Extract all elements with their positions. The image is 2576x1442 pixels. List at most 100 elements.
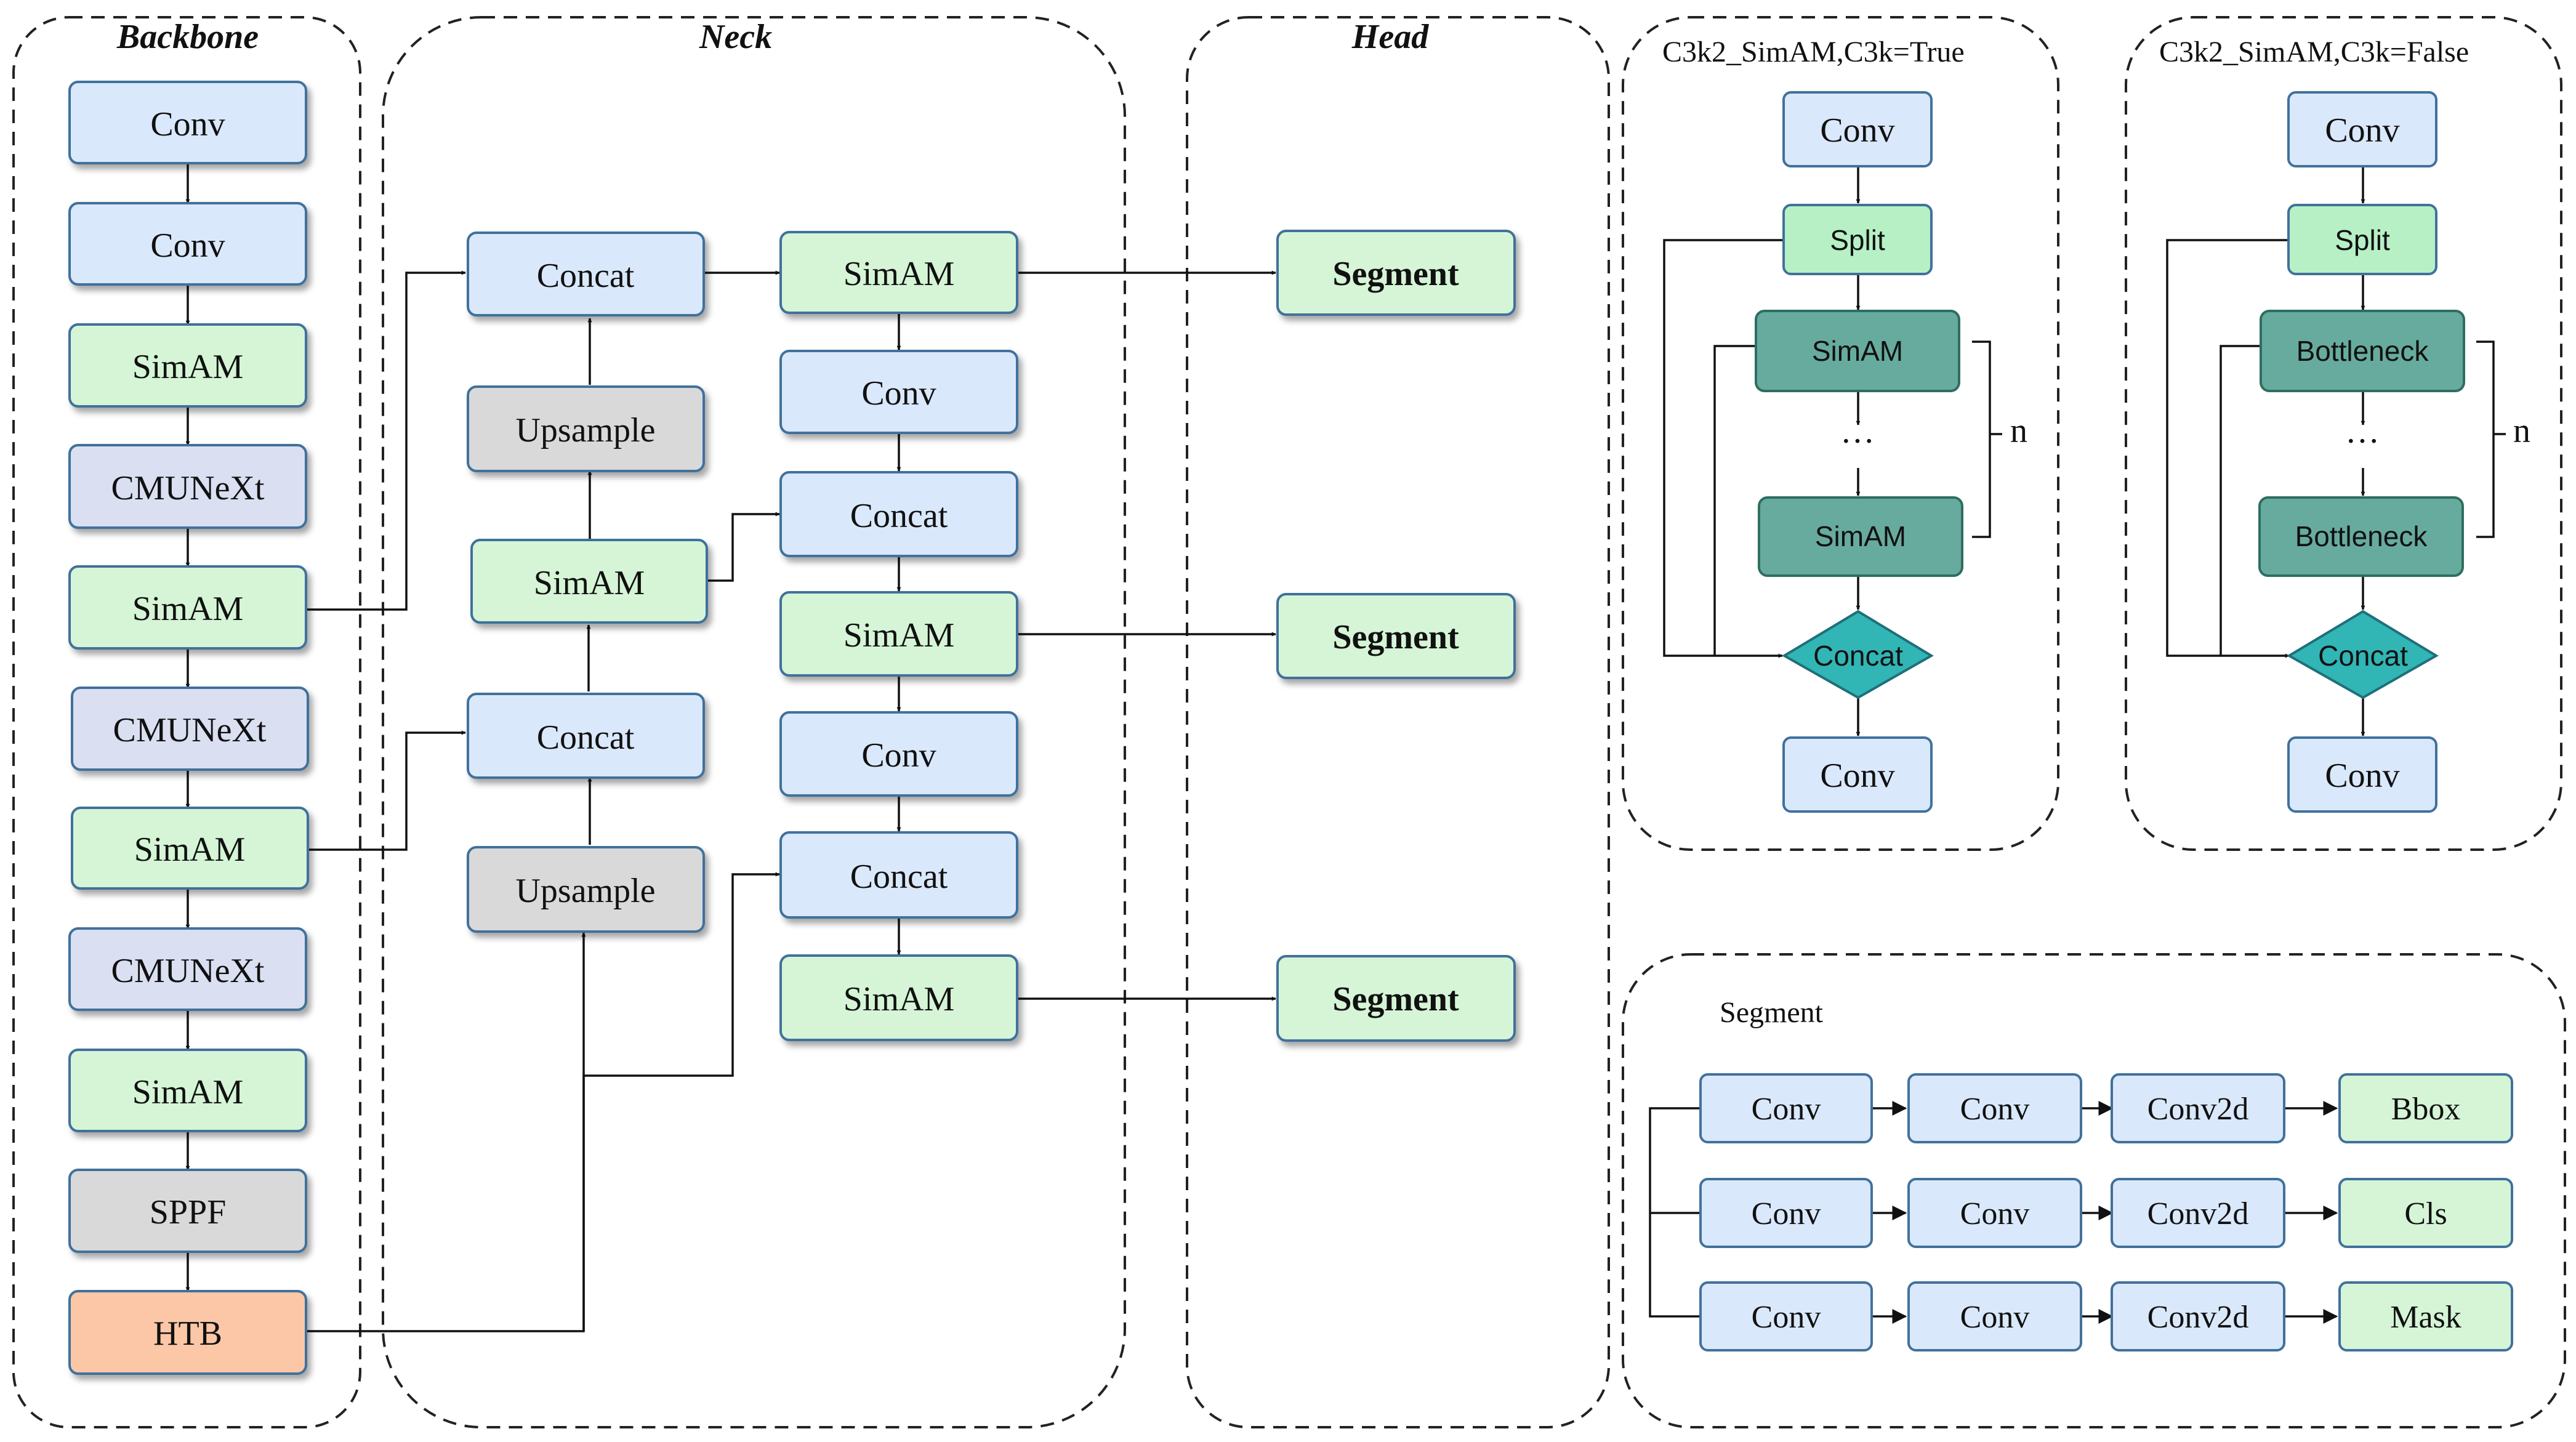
svg-text:SimAM: SimAM [534, 564, 645, 602]
svg-text:SimAM: SimAM [843, 255, 955, 293]
seg-row3-conv2: Conv [1907, 1281, 2082, 1351]
svg-text:Concat: Concat [2318, 640, 2408, 672]
c3k-false-bottleneck-top: Bottleneck [2260, 310, 2465, 392]
svg-text:Conv: Conv [150, 105, 225, 143]
svg-text:Conv: Conv [861, 736, 936, 775]
head-title: Head [1351, 18, 1429, 56]
svg-text:Bbox: Bbox [2391, 1092, 2461, 1127]
backbone-conv-2: Conv [68, 202, 307, 286]
svg-text:Conv: Conv [1820, 111, 1894, 150]
neck-col2-conv-1: Conv [779, 350, 1018, 434]
svg-text:Concat: Concat [850, 497, 948, 535]
neck-concat-mid: Concat [467, 693, 705, 779]
neck-col2-concat-1: Concat [779, 471, 1018, 557]
svg-text:Conv: Conv [150, 227, 225, 265]
segment-detail-title: Segment [1720, 996, 1824, 1029]
c3k-true-conv-bottom: Conv [1782, 736, 1933, 813]
backbone-simam-4: SimAM [68, 1049, 307, 1132]
svg-text:Concat: Concat [537, 257, 635, 295]
svg-text:Concat: Concat [537, 719, 635, 757]
c3k-false-bottleneck-bottom: Bottleneck [2258, 496, 2464, 577]
svg-text:Conv2d: Conv2d [2147, 1196, 2249, 1231]
c3k-true-split: Split [1782, 204, 1933, 275]
svg-text:Conv: Conv [1960, 1196, 2030, 1231]
connectors [185, 163, 2506, 1332]
svg-text:Conv: Conv [2325, 757, 2399, 795]
seg-row1-conv2: Conv [1907, 1073, 2082, 1143]
backbone-cmunext-3: CMUNeXt [68, 927, 307, 1011]
svg-text:Conv: Conv [1752, 1300, 1821, 1335]
svg-text:Conv: Conv [1752, 1092, 1821, 1127]
c3k-true-simam-top: SimAM [1755, 310, 1960, 392]
svg-text:Segment: Segment [1332, 618, 1459, 656]
svg-text:Conv2d: Conv2d [2147, 1300, 2249, 1335]
head-segment-1: Segment [1276, 230, 1516, 316]
svg-text:Mask: Mask [2390, 1300, 2461, 1335]
head-frame [1186, 16, 1610, 1428]
neck-frame [382, 16, 1126, 1428]
svg-text:SimAM: SimAM [843, 980, 955, 1018]
svg-text:Split: Split [2335, 224, 2390, 256]
svg-text:SimAM: SimAM [132, 590, 244, 628]
c3k-true-n-label: n [2010, 412, 2027, 450]
svg-text:SPPF: SPPF [150, 1193, 227, 1231]
head-segment-2: Segment [1276, 593, 1516, 679]
c3k-false-conv-top: Conv [2287, 91, 2437, 167]
c3k-true-conv-top: Conv [1782, 91, 1933, 167]
svg-text:Bottleneck: Bottleneck [2296, 335, 2429, 367]
seg-row1-bbox: Bbox [2338, 1073, 2513, 1143]
svg-text:Conv2d: Conv2d [2147, 1092, 2249, 1127]
backbone-simam-1: SimAM [68, 323, 307, 408]
c3k-false-dots: ··· [2345, 422, 2380, 461]
neck-col2-simam-1: SimAM [779, 231, 1018, 314]
neck-simam-mid: SimAM [470, 539, 708, 624]
c3k-false-split: Split [2287, 204, 2437, 275]
svg-text:Concat: Concat [850, 858, 948, 896]
seg-row1-conv1: Conv [1699, 1073, 1873, 1143]
c3k-true-concat: Concat [1782, 610, 1934, 699]
svg-text:Upsample: Upsample [515, 411, 655, 449]
svg-text:Segment: Segment [1332, 255, 1459, 293]
c3k-false-conv-bottom: Conv [2287, 736, 2437, 813]
seg-row2-cls: Cls [2338, 1178, 2513, 1248]
c3k-true-simam-bottom: SimAM [1758, 496, 1963, 577]
svg-text:Conv: Conv [861, 374, 936, 413]
c3k-true-title: C3k2_SimAM,C3k=True [1662, 36, 1965, 68]
neck-upsample-bottom: Upsample [467, 846, 705, 933]
c3k-false-title: C3k2_SimAM,C3k=False [2159, 36, 2469, 68]
svg-text:CMUNeXt: CMUNeXt [111, 469, 265, 507]
svg-text:SimAM: SimAM [1812, 335, 1903, 367]
segment-frame [1622, 953, 2566, 1428]
svg-text:Conv: Conv [1820, 757, 1894, 795]
svg-text:CMUNeXt: CMUNeXt [111, 952, 265, 990]
neck-col2-conv-2: Conv [779, 711, 1018, 797]
svg-text:Bottleneck: Bottleneck [2295, 520, 2428, 552]
seg-row3-conv2d: Conv2d [2111, 1281, 2285, 1351]
svg-text:Split: Split [1830, 224, 1885, 256]
svg-text:Cls: Cls [2404, 1196, 2447, 1231]
backbone-conv-1: Conv [68, 81, 307, 164]
svg-text:SimAM: SimAM [132, 1073, 244, 1111]
svg-text:Segment: Segment [1332, 980, 1459, 1018]
seg-row2-conv2d: Conv2d [2111, 1178, 2285, 1248]
svg-text:SimAM: SimAM [1815, 520, 1906, 552]
svg-text:HTB: HTB [153, 1315, 222, 1353]
backbone-simam-2: SimAM [68, 565, 307, 650]
backbone-cmunext-1: CMUNeXt [68, 444, 307, 529]
svg-text:SimAM: SimAM [843, 616, 955, 655]
neck-col2-concat-2: Concat [779, 831, 1018, 919]
svg-text:Conv: Conv [2325, 111, 2399, 150]
neck-col2-simam-2: SimAM [779, 591, 1018, 677]
seg-row3-conv1: Conv [1699, 1281, 1873, 1351]
svg-text:Conv: Conv [1960, 1092, 2030, 1127]
c3k-true-dots: ··· [1840, 422, 1875, 461]
c3k-false-frame [2125, 16, 2562, 851]
backbone-cmunext-2: CMUNeXt [71, 687, 309, 771]
backbone-title: Backbone [116, 18, 259, 56]
neck-title: Neck [699, 18, 772, 56]
head-segment-3: Segment [1276, 955, 1516, 1042]
c3k-true-frame [1622, 16, 2059, 851]
svg-text:Conv: Conv [1752, 1196, 1821, 1231]
backbone-frame [12, 16, 361, 1428]
